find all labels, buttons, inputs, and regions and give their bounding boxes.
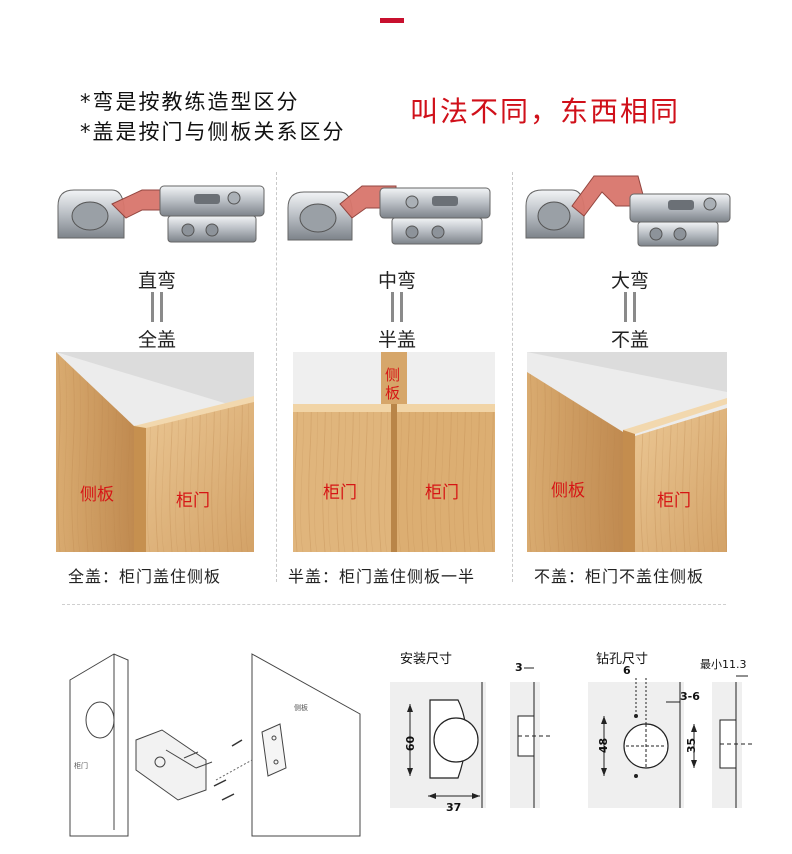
exploded-installation-diagram: 柜门 侧板 <box>69 653 361 837</box>
no-overlay-photo: 侧板 柜门 <box>527 352 727 552</box>
install-size-title: 安装尺寸 <box>400 652 453 667</box>
cover-label-full: 全盖 <box>137 329 176 351</box>
cover-label-none: 不盖 <box>610 329 649 351</box>
door-label: 柜门 <box>176 491 210 511</box>
bend-label-large: 大弯 <box>610 270 649 292</box>
equals-mark <box>149 292 165 322</box>
caption-full-overlay: 全盖：柜门盖住侧板 <box>68 567 222 586</box>
install-dimension-drawing <box>390 667 550 808</box>
door-label-right: 柜门 <box>425 483 459 503</box>
dim-3: 3 <box>515 661 523 674</box>
dim-6: 6 <box>623 664 631 677</box>
note-bend: *弯是按教练造型区分 <box>80 90 300 114</box>
note-cover: *盖是按门与侧板关系区分 <box>80 120 346 144</box>
top-accent-bar <box>380 18 404 23</box>
half-overlay-photo: 侧板 柜门 柜门 <box>293 352 495 552</box>
dim-35: 35 <box>685 737 699 754</box>
cover-label-half: 半盖 <box>377 329 416 351</box>
side-panel-label: 侧板 <box>385 366 401 402</box>
full-overlay-photo: 侧板 柜门 <box>56 352 254 552</box>
door-label-left: 柜门 <box>323 483 357 503</box>
drill-dimension-drawing <box>588 675 752 808</box>
headline: 叫法不同，东西相同 <box>410 95 681 128</box>
dim-37: 37 <box>446 801 462 814</box>
dim-60: 60 <box>404 735 418 752</box>
section-divider <box>62 604 726 605</box>
caption-no-overlay: 不盖：柜门不盖住侧板 <box>534 567 705 586</box>
column-divider <box>512 172 513 582</box>
bend-label-medium: 中弯 <box>377 270 416 292</box>
door-label: 柜门 <box>657 491 691 511</box>
caption-half-overlay: 半盖：柜门盖住侧板一半 <box>288 567 476 586</box>
drill-size-title: 钻孔尺寸 <box>596 652 649 667</box>
dim-48: 48 <box>597 737 611 754</box>
side-panel-label: 侧板 <box>80 485 114 505</box>
equals-mark <box>389 292 405 322</box>
min-11-3-label: 最小11.3 <box>700 658 747 671</box>
diagram-door-label: 柜门 <box>74 761 88 770</box>
hinge-medium-icon <box>287 185 491 245</box>
diagram-side-label: 侧板 <box>294 703 308 712</box>
screw-icon <box>213 739 243 801</box>
column-divider <box>276 172 277 582</box>
equals-mark <box>622 292 638 322</box>
side-panel-label: 侧板 <box>551 481 585 501</box>
dim-3-6: 3-6 <box>680 690 700 703</box>
bend-label-straight: 直弯 <box>137 270 176 292</box>
hinge-straight-icon <box>57 185 265 243</box>
hinge-large-icon <box>525 175 731 247</box>
